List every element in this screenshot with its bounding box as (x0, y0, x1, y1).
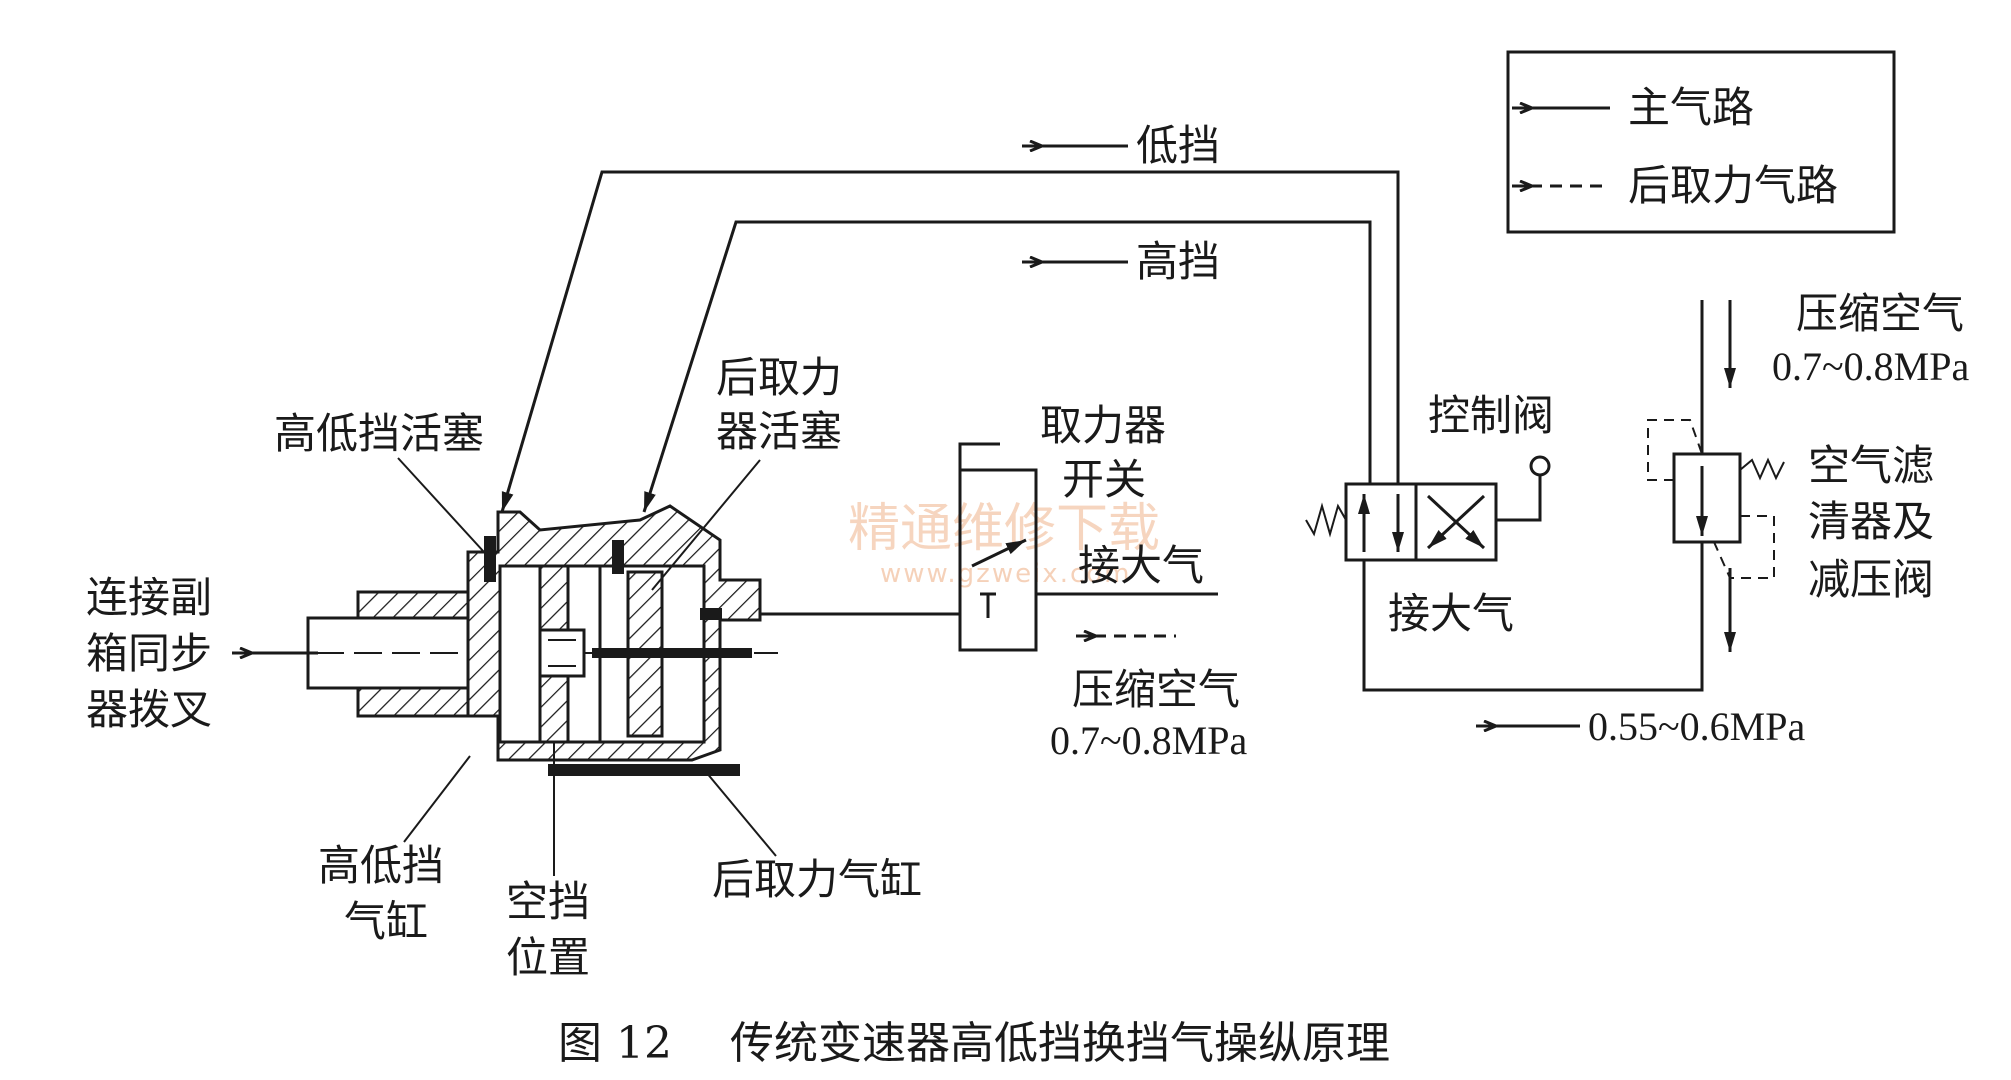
pressure-top-label: 0.7~0.8MPa (1772, 344, 1969, 389)
legend-pto-air-label: 后取力气路 (1628, 161, 1838, 210)
piston-nut (538, 628, 586, 678)
piston-rod (592, 648, 752, 658)
pressure-mid-label: 0.7~0.8MPa (1050, 718, 1247, 763)
hl-piston-label: 高低挡活塞 (274, 409, 484, 458)
switch-atmosphere-label: 接大气 (1078, 541, 1204, 590)
legend-frame (1506, 50, 1896, 234)
low-gear-label: 低挡 (1136, 121, 1220, 170)
cylinder-assembly (250, 504, 780, 776)
legend: 主气路 后取力气路 (1506, 50, 1896, 234)
neutral-label-line2: 位置 (506, 933, 590, 982)
control-valve-spring (1305, 502, 1347, 538)
figure-title: 传统变速器高低挡换挡气操纵原理 (730, 1018, 1390, 1069)
pto-piston-label-line2: 器活塞 (716, 407, 842, 456)
connect-label-line1: 连接副 (86, 573, 212, 622)
hl-cylinder-label-line1: 高低挡 (318, 841, 444, 890)
watermark-url: www.gzweix.com (880, 559, 1132, 589)
compressed-air-supply: 压缩空气 0.7~0.8MPa (1724, 289, 1969, 389)
control-valve-left-cell (1344, 482, 1418, 562)
cylinder-labels: 高低挡活塞 后取力 器活塞 连接副 箱同步 器拨叉 高低挡 气缸 空挡 位置 后… (86, 353, 922, 982)
filter-spring (1739, 457, 1785, 481)
control-valve-lever (1496, 476, 1542, 522)
control-valve-label: 控制阀 (1428, 391, 1554, 440)
filter-label-line3: 减压阀 (1808, 555, 1934, 604)
reduced-pressure-label: 0.55~0.6MPa (1588, 704, 1805, 749)
connect-label-line3: 器拨叉 (86, 685, 212, 734)
legend-main-air-label: 主气路 (1628, 83, 1754, 132)
high-gear-air-line: 高挡 (642, 220, 1372, 513)
hl-cylinder-label-line2: 气缸 (344, 897, 428, 946)
tie-bolt (548, 764, 740, 776)
pto-switch-body (958, 468, 1038, 652)
figure-number: 图 12 (558, 1018, 672, 1069)
neutral-label-line1: 空挡 (506, 877, 590, 926)
filter-reducer-valve: 空气滤 清器及 减压阀 (1647, 300, 1934, 652)
control-valve: 控制阀 接大气 (1305, 391, 1554, 638)
pto-piston-label-line1: 后取力 (716, 353, 842, 402)
pto-switch: 取力器 开关 接大气 压缩空气 0.7~0.8MPa (600, 401, 1247, 763)
low-gear-air-line: 低挡 (500, 121, 1400, 513)
connect-label-line2: 箱同步 (86, 629, 212, 678)
compressed-air-mid-label: 压缩空气 (1072, 665, 1240, 714)
valve-atmosphere-label: 接大气 (1388, 589, 1514, 638)
figure-caption: 图 12 传统变速器高低挡换挡气操纵原理 (558, 1018, 1390, 1069)
pto-cylinder-label: 后取力气缸 (712, 855, 922, 904)
compressed-air-top-label: 压缩空气 (1796, 289, 1964, 338)
high-gear-label: 高挡 (1136, 237, 1220, 286)
filter-label-line1: 空气滤 (1808, 441, 1934, 490)
high-low-port-seal (484, 536, 496, 582)
filter-body (1672, 452, 1742, 544)
filter-label-line2: 清器及 (1808, 497, 1934, 546)
control-valve-right-cell (1414, 482, 1498, 562)
control-valve-knob (1529, 455, 1551, 477)
pto-switch-label-line1: 取力器 (1040, 401, 1166, 450)
reduced-pressure-line: 0.55~0.6MPa (1362, 542, 1805, 749)
pto-switch-label-line2: 开关 (1062, 455, 1146, 504)
